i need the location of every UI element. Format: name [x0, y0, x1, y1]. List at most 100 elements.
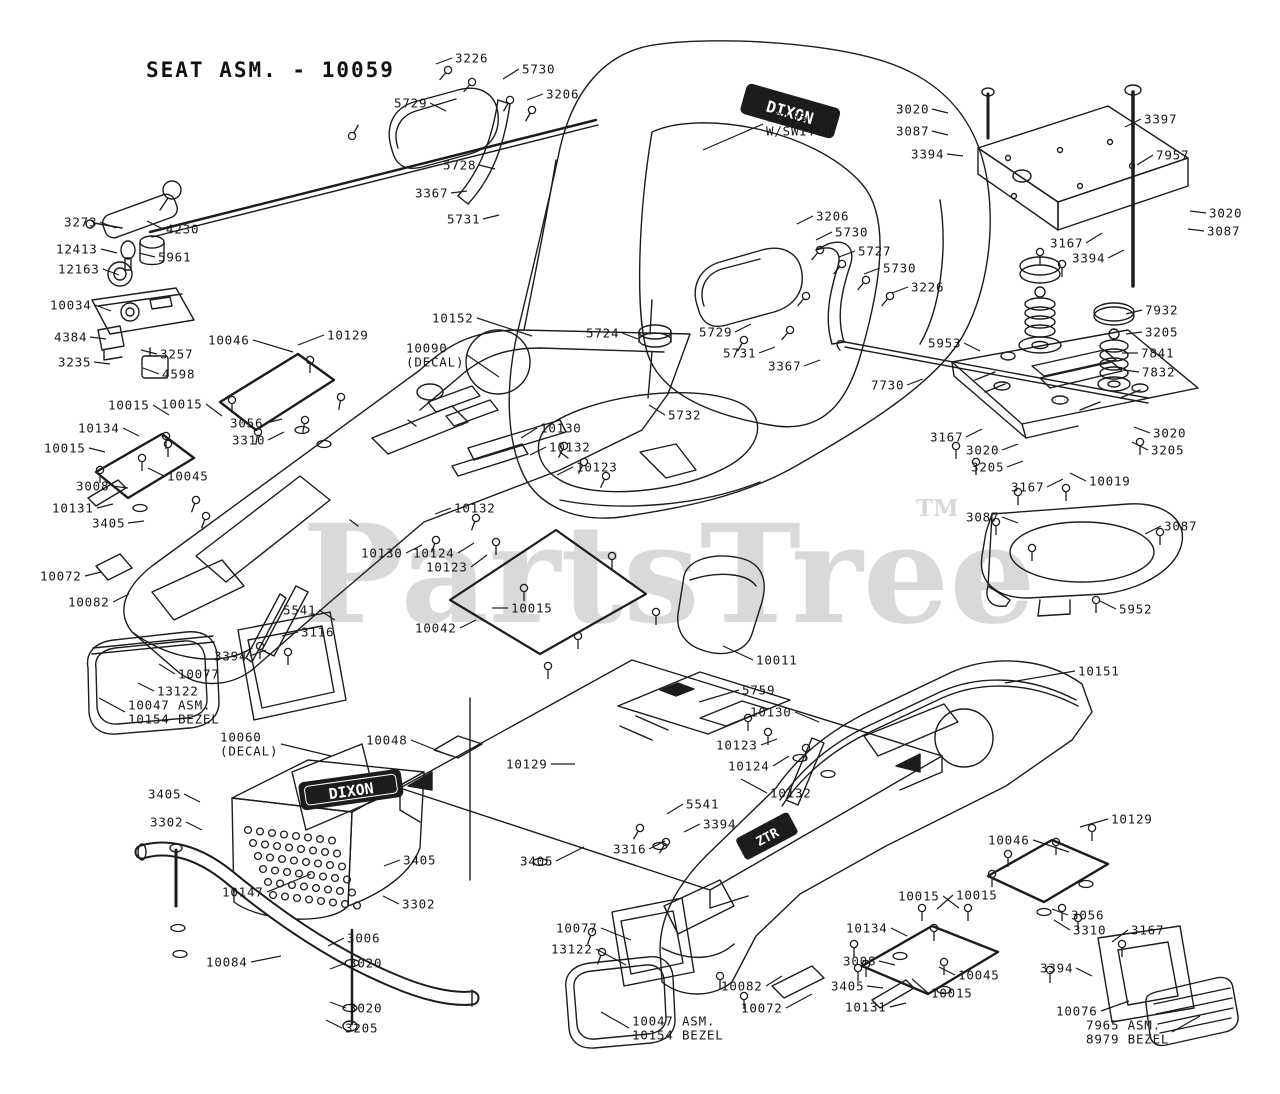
part-label: 3167 [1131, 922, 1165, 938]
part-label: 10131 [52, 500, 94, 516]
controls-drawing [85, 118, 599, 379]
part-label: 10129 [327, 327, 369, 343]
part-label: 5732 [668, 407, 702, 423]
part-label: 3405 [403, 852, 437, 868]
part-label: 3020 [896, 101, 930, 117]
part-label: 3257 [160, 346, 194, 362]
part-label: 3405 [92, 515, 126, 531]
part-label: 3056 [230, 415, 264, 431]
part-label: 10011 [756, 652, 798, 668]
part-label: 3226 [455, 50, 489, 66]
part-label: 10129 [1111, 811, 1153, 827]
part-label: 10132 [549, 439, 591, 455]
part-label: 10147 [222, 884, 264, 900]
part-label: 3302 [150, 814, 184, 830]
part-label: 3394 [911, 146, 945, 162]
part-label: 10130 [361, 545, 403, 561]
part-label: 10034 [50, 297, 92, 313]
part-label: 4598 [162, 366, 196, 382]
part-label: 7957 [1156, 147, 1190, 163]
headlight-left-drawing [86, 611, 347, 735]
part-label: 3310 [1073, 922, 1107, 938]
part-label: 5731 [723, 345, 757, 361]
part-label: 10047 ASM. 10154 BEZEL [128, 697, 220, 726]
part-label: 3205 [1151, 442, 1185, 458]
grille-dixon-logo: DIXON [298, 769, 404, 811]
part-label: 5731 [447, 211, 481, 227]
part-label: 5952 [1119, 601, 1153, 617]
part-label: 10134 [78, 420, 120, 436]
part-label: 10123 [716, 737, 758, 753]
part-label: 10042 [415, 620, 457, 636]
part-label: 5729 [394, 95, 428, 111]
part-label: 3020 [1209, 205, 1243, 221]
part-label: 10129 [506, 756, 548, 772]
part-label: 3226 [911, 279, 945, 295]
part-label: 7832 [1142, 364, 1176, 380]
part-label: 3008 [76, 478, 110, 494]
mid-plate-drawing [448, 528, 765, 656]
part-label: 3394 [1072, 250, 1106, 266]
part-label: 10132 [454, 500, 496, 516]
part-label: 10123 [426, 559, 468, 575]
part-label: 7841 [1141, 345, 1175, 361]
part-label: 3008 [843, 953, 877, 969]
part-label: 3167 [930, 429, 964, 445]
part-label: 10072 [741, 1000, 783, 1016]
part-label: 3302 [402, 896, 436, 912]
part-label: 10015 [956, 887, 998, 903]
part-label: 10060 (DECAL) [220, 729, 279, 758]
part-label: 10123 [576, 459, 618, 475]
part-label: 3405 [831, 978, 865, 994]
part-label: 3020 [966, 442, 1000, 458]
part-label: 10046 [208, 332, 250, 348]
part-label: 10045 [167, 468, 209, 484]
part-label: 13122 [551, 941, 593, 957]
headlight-right-drawing [1097, 925, 1239, 1047]
part-label: 7965 ASM. 8979 BEZEL [1086, 1017, 1170, 1046]
part-label: 5730 [883, 260, 917, 276]
part-label: 3316 [613, 841, 647, 857]
mount-plates-drawing [94, 352, 1110, 1009]
fasteners-drawing [95, 65, 1165, 1013]
part-label: 10019 [1089, 473, 1131, 489]
part-label: 10046 [988, 832, 1030, 848]
part-label: 3087 [966, 509, 1000, 525]
part-label: 10132 [770, 785, 812, 801]
part-label: 3367 [768, 358, 802, 374]
part-label: 12413 [56, 241, 98, 257]
part-label: 5953 [928, 335, 962, 351]
part-label: 10015 [161, 396, 203, 412]
part-label: 10124 [413, 545, 455, 561]
part-label: 5729 [699, 324, 733, 340]
console-body-drawing [123, 299, 691, 685]
part-label: 10131 [845, 999, 887, 1015]
part-label: 10130 [540, 420, 582, 436]
part-label: 10130 [750, 704, 792, 720]
part-label: 3394 [703, 816, 737, 832]
part-label: 3116 [301, 624, 335, 640]
part-label: 3006 [347, 930, 381, 946]
part-label: 3167 [1050, 235, 1084, 251]
part-label: 3235 [58, 354, 92, 370]
part-label: 3397 [1144, 111, 1178, 127]
part-label: 3405 [148, 786, 182, 802]
part-label: 10077 [178, 666, 220, 682]
part-label: 10151 [1078, 663, 1120, 679]
bumper-drawing [134, 841, 480, 1032]
pan-drawing [980, 503, 1184, 617]
body-ztr-logo: ZTR [736, 812, 798, 860]
part-label: 10153 W/SWITCH [766, 109, 833, 138]
part-label: 5727 [858, 243, 892, 259]
part-label: 5730 [522, 61, 556, 77]
part-label: 3087 [896, 123, 930, 139]
part-label: 5541 [283, 602, 317, 618]
part-label: 3167 [1011, 479, 1045, 495]
part-label: 10152 [432, 310, 474, 326]
part-label: 3367 [415, 185, 449, 201]
part-label: 5728 [443, 157, 477, 173]
part-label: 5541 [686, 796, 720, 812]
